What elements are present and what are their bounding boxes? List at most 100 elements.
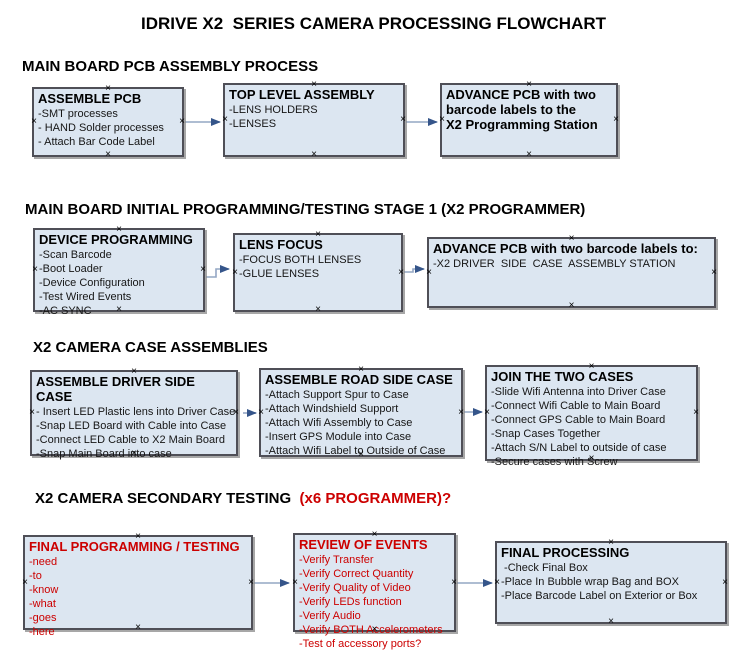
flow-box-assemble-road-side-case: ASSEMBLE ROAD SIDE CASE -Attach Support … (258, 365, 464, 460)
box-line: -Secure cases with Screw (491, 456, 618, 468)
connection-handle-icon: × (292, 576, 298, 588)
box-line: -Insert GPS Module into Case (265, 431, 412, 443)
box-line: -Verify Audio (299, 610, 361, 622)
connection-handle-icon: × (722, 576, 728, 588)
connection-handle-icon: × (494, 576, 500, 588)
box-lines: -Attach Support Spur to Case -Attach Wind… (265, 388, 457, 458)
connection-handle-icon: × (398, 266, 404, 278)
connection-handle-icon: × (608, 616, 614, 627)
flow-box-join-the-two-cases: JOIN THE TWO CASES -Slide Wifi Antenna i… (484, 362, 699, 469)
box-title: FINAL PROGRAMMING / TESTING (29, 539, 240, 554)
box-title: ASSEMBLE PCB (38, 91, 142, 106)
box-line: - HAND Solder processes (38, 122, 164, 134)
section-heading-case-assemblies: X2 CAMERA CASE ASSEMBLIES (33, 339, 268, 356)
box-line: -Snap Cases Together (491, 428, 601, 440)
connection-handle-icon: × (439, 114, 445, 125)
box-line: -know (29, 584, 59, 596)
connection-handle-icon: × (248, 576, 254, 588)
box-line: -LENS HOLDERS (229, 104, 318, 116)
box-title: JOIN THE TWO CASES (491, 369, 634, 384)
connection-handle-icon: × (232, 266, 238, 278)
box-title: LENS FOCUS (239, 237, 323, 252)
box-line: -here (29, 626, 55, 638)
connection-handle-icon: × (311, 149, 317, 160)
connection-handle-icon: × (315, 304, 321, 315)
flow-box-final-programming-testing: FINAL PROGRAMMING / TESTING -need -to -kno… (22, 532, 254, 639)
connection-handle-icon: × (22, 576, 28, 588)
box-line: -Device Configuration (39, 277, 145, 289)
box-line: -Slide Wifi Antenna into Driver Case (491, 386, 666, 398)
connection-handle-icon: × (451, 576, 457, 588)
box-title: TOP LEVEL ASSEMBLY (229, 87, 375, 102)
connection-handle-icon: × (222, 114, 228, 125)
connection-handle-icon: × (711, 266, 717, 278)
box-line: -Attach Wifi Assembly to Case (265, 417, 413, 429)
box-title: FINAL PROCESSING (501, 545, 630, 560)
connection-handle-icon: × (526, 149, 532, 160)
connection-handle-icon: × (32, 264, 38, 275)
connection-handle-icon: × (200, 264, 206, 275)
box-lines: -need -to -know -what -goes -here (29, 555, 247, 639)
connection-handle-icon: × (29, 407, 35, 418)
box-line: -to (29, 570, 42, 582)
box-title: REVIEW OF EVENTS (299, 537, 428, 552)
connection-handle-icon: × (31, 116, 37, 127)
box-line: -Boot Loader (39, 263, 103, 275)
box-line: -Attach S/N Label to outside of case (491, 442, 667, 454)
flow-box-assemble-driver-side-case: ASSEMBLE DRIVER SIDE CASE - Insert LED P… (29, 367, 239, 461)
box-line: -goes (29, 612, 57, 624)
box-line: -what (29, 598, 56, 610)
box-line: -Test of accessory ports? (299, 638, 422, 650)
box-line: -Snap Main Board into case (36, 448, 172, 460)
box-line: -Attach Windshield Support (265, 403, 399, 415)
box-line: -Attach Wifi Label to Outside of Case (265, 445, 446, 457)
connection-handle-icon: × (258, 406, 264, 418)
box-title: ASSEMBLE DRIVER SIDE CASE (36, 374, 195, 404)
flow-box-advance-to-driver-side-station: ADVANCE PCB with two barcode labels to: … (426, 234, 717, 311)
box-line: -Verify BOTH Accelerometers (299, 624, 443, 636)
box-lines: -Verify Transfer -Verify Correct Quantity… (299, 553, 450, 651)
flow-box-review-of-events: REVIEW OF EVENTS -Verify Transfer-Verify… (292, 530, 457, 651)
box-line: -Connect GPS Cable to Main Board (491, 414, 666, 426)
box-line: -Snap LED Board with Cable into Case (36, 420, 227, 432)
box-line: -Verify Transfer (299, 554, 374, 566)
box-line: -Verify LEDs function (299, 596, 402, 608)
flow-box-final-processing: FINAL PROCESSING -Check Final Box -Place … (494, 538, 728, 627)
box-line: -Place Barcode Label on Exterior or Box (501, 590, 698, 602)
box-lines: -X2 DRIVER SIDE CASE ASSEMBLY STATION (433, 257, 710, 271)
box-line: -Scan Barcode (39, 249, 112, 261)
box-line: -Check Final Box (501, 562, 588, 574)
section-heading-secondary-testing-main: X2 CAMERA SECONDARY TESTING (35, 490, 296, 507)
page-title: IDRIVE X2 SERIES CAMERA PROCESSING FLOWC… (140, 14, 607, 33)
connection-handle-icon: × (613, 114, 619, 125)
flow-box-assemble-pcb: ASSEMBLE PCB -SMT processes - HAND Solder… (31, 84, 185, 160)
connection-handle-icon: × (105, 149, 111, 160)
flow-box-advance-to-programming-station: ADVANCE PCB with two barcode labels to t… (439, 80, 619, 160)
connection-handle-icon: × (426, 266, 432, 278)
connection-handle-icon: × (568, 300, 575, 311)
section-heading-initial-programming: MAIN BOARD INITIAL PROGRAMMING/TESTING S… (25, 201, 586, 218)
box-lines: - Insert LED Plastic lens into Driver Ca… (36, 405, 236, 461)
connection-handle-icon: × (458, 406, 464, 418)
flow-arrow (206, 265, 230, 278)
box-line: - Insert LED Plastic lens into Driver Ca… (36, 406, 236, 418)
box-line: -SMT processes (38, 108, 118, 120)
box-line: -X2 DRIVER SIDE CASE ASSEMBLY STATION (433, 258, 676, 270)
box-lines: -Scan Barcode -Boot Loader -Device Configu… (39, 248, 199, 318)
box-title: ADVANCE PCB with two barcode labels to: (433, 241, 698, 256)
connection-handle-icon: × (400, 114, 406, 125)
box-line: -AC SYNC (39, 305, 92, 317)
box-lines: -SMT processes- HAND Solder processes- A… (38, 107, 178, 149)
section-heading-secondary-testing-note: (x6 PROGRAMMER)? (295, 490, 452, 507)
box-line: -Place In Bubble wrap Bag and BOX (501, 576, 679, 588)
box-line: -Verify Correct Quantity (299, 568, 414, 580)
section-heading-pcb-assembly: MAIN BOARD PCB ASSEMBLY PROCESS (22, 58, 319, 75)
box-line: -need (29, 556, 58, 568)
box-lines: -Check Final Box -Place In Bubble wrap Ba… (501, 561, 721, 603)
connection-handle-icon: × (693, 407, 699, 418)
section-heading-secondary-testing: X2 CAMERA SECONDARY TESTING (x6 PROGRAMM… (35, 490, 451, 507)
box-line: -Verify Quality of Video (299, 582, 411, 594)
box-line: -Attach Support Spur to Case (265, 389, 409, 401)
connection-handle-icon: × (179, 116, 185, 127)
